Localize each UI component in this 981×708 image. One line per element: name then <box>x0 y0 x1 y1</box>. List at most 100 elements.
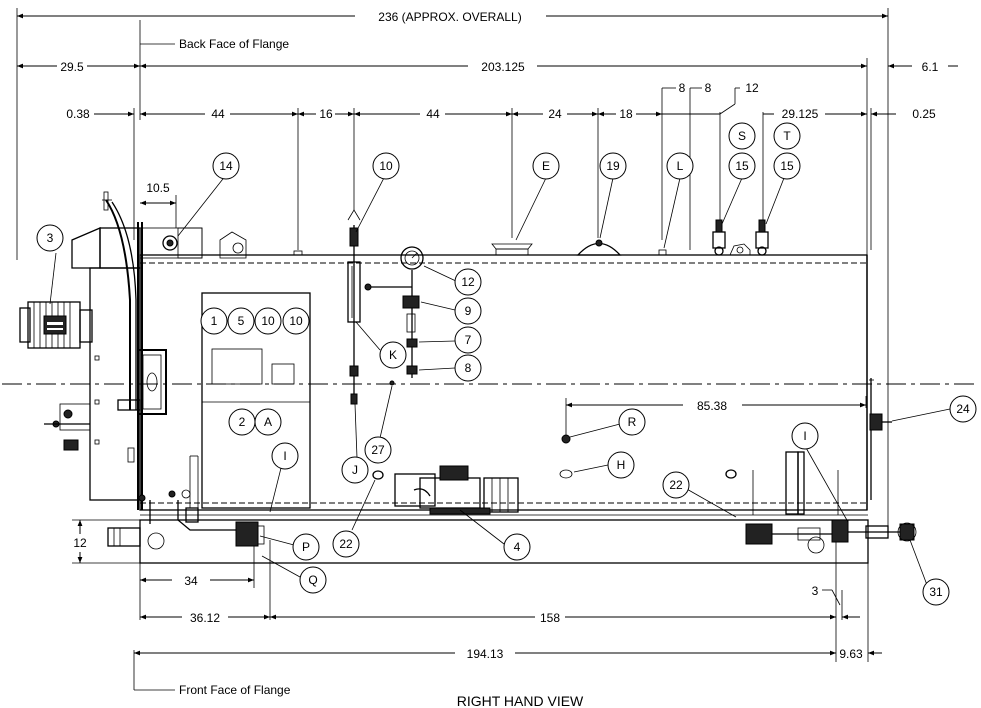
dim-158: 158 <box>540 611 560 625</box>
dim-44-second: 44 <box>426 107 440 121</box>
svg-text:5: 5 <box>238 314 245 328</box>
dim-36-12: 36.12 <box>190 611 220 625</box>
dim-12-side: 12 <box>73 536 87 550</box>
svg-text:Q: Q <box>308 573 317 587</box>
svg-text:A: A <box>264 415 272 429</box>
control-panel <box>189 292 311 509</box>
dim-overall: 236 (APPROX. OVERALL) <box>378 10 521 24</box>
balloon-Q: Q <box>299 566 327 594</box>
panel-balloon-10-first: 10 <box>254 307 282 335</box>
panel-balloon-10-second: 10 <box>282 307 310 335</box>
svg-text:T: T <box>783 129 791 143</box>
dimension-labels: 236 (APPROX. OVERALL) 29.5 203.125 6.1 0… <box>60 10 938 708</box>
balloon-14: 14 <box>212 152 240 180</box>
svg-text:22: 22 <box>669 478 683 492</box>
dim-3: 3 <box>812 584 819 598</box>
svg-text:2: 2 <box>239 415 246 429</box>
svg-text:L: L <box>677 159 684 173</box>
burner-assembly <box>19 191 247 501</box>
balloon-12: 12 <box>454 268 482 296</box>
balloon-3: 3 <box>36 224 64 252</box>
svg-text:I: I <box>283 449 286 463</box>
svg-text:K: K <box>389 348 397 362</box>
top-fittings <box>162 209 769 480</box>
balloon-22-left: 22 <box>332 530 360 558</box>
svg-text:7: 7 <box>465 333 472 347</box>
svg-text:22: 22 <box>339 537 353 551</box>
svg-text:H: H <box>617 458 626 472</box>
balloon-22-right: 22 <box>662 471 690 499</box>
svg-text:8: 8 <box>465 361 472 375</box>
svg-text:31: 31 <box>929 585 943 599</box>
balloon-K: K <box>379 341 407 369</box>
svg-text:27: 27 <box>371 443 385 457</box>
svg-text:14: 14 <box>219 159 233 173</box>
panel-balloon-5: 5 <box>227 307 255 335</box>
balloon-9: 9 <box>454 297 482 325</box>
balloon-8: 8 <box>454 354 482 382</box>
svg-text:S: S <box>738 129 746 143</box>
dim-29-125: 29.125 <box>782 107 819 121</box>
balloon-E: E <box>532 152 560 180</box>
dim-16: 16 <box>319 107 333 121</box>
svg-text:E: E <box>542 159 550 173</box>
note-front-face-of-flange: Front Face of Flange <box>179 683 291 697</box>
balloon-24: 24 <box>949 395 977 423</box>
dim-0-25: 0.25 <box>912 107 936 121</box>
panel-balloon-A: A <box>254 408 282 436</box>
dim-85-38: 85.38 <box>697 399 727 413</box>
balloon-S: S <box>728 122 756 150</box>
dimension-lines <box>17 13 958 656</box>
balloon-P: P <box>292 533 320 561</box>
balloon-J: J <box>341 456 369 484</box>
svg-text:15: 15 <box>780 159 794 173</box>
dim-203-125: 203.125 <box>481 60 525 74</box>
balloon-R: R <box>618 408 646 436</box>
dim-44-first: 44 <box>211 107 225 121</box>
dim-10-5: 10.5 <box>146 181 170 195</box>
svg-text:4: 4 <box>514 540 521 554</box>
dim-6-1: 6.1 <box>922 60 939 74</box>
dim-194-13: 194.13 <box>467 647 504 661</box>
dim-9-63: 9.63 <box>839 647 863 661</box>
panel-balloon-2: 2 <box>228 408 256 436</box>
dim-0-38: 0.38 <box>66 107 90 121</box>
dim-8-second: 8 <box>705 81 712 95</box>
svg-text:10: 10 <box>289 314 303 328</box>
dim-29-5: 29.5 <box>60 60 84 74</box>
dim-8-first: 8 <box>679 81 686 95</box>
boiler-shell <box>137 222 874 511</box>
balloon-H: H <box>607 451 635 479</box>
note-back-face-of-flange: Back Face of Flange <box>179 37 289 51</box>
svg-text:19: 19 <box>606 159 620 173</box>
balloon-15-first: 15 <box>728 152 756 180</box>
dim-24: 24 <box>548 107 562 121</box>
svg-text:10: 10 <box>379 159 393 173</box>
dim-18: 18 <box>619 107 633 121</box>
balloon-I-right: I <box>791 422 819 450</box>
panel-balloon-1: 1 <box>200 307 228 335</box>
dim-34: 34 <box>184 574 198 588</box>
balloon-19: 19 <box>599 152 627 180</box>
balloon-15-second: 15 <box>773 152 801 180</box>
svg-text:12: 12 <box>461 275 475 289</box>
svg-text:3: 3 <box>47 231 54 245</box>
balloon-31: 31 <box>922 578 950 606</box>
dim-12-top: 12 <box>745 81 759 95</box>
balloon-I-left: I <box>271 442 299 470</box>
svg-text:1: 1 <box>211 314 218 328</box>
svg-text:9: 9 <box>465 304 472 318</box>
svg-text:10: 10 <box>261 314 275 328</box>
balloon-27: 27 <box>364 436 392 464</box>
svg-text:I: I <box>803 429 806 443</box>
balloon-T: T <box>773 122 801 150</box>
balloon-7: 7 <box>454 326 482 354</box>
view-title: RIGHT HAND VIEW <box>457 693 584 708</box>
svg-text:15: 15 <box>735 159 749 173</box>
svg-text:J: J <box>352 463 358 477</box>
svg-text:P: P <box>302 540 310 554</box>
balloon-4: 4 <box>503 533 531 561</box>
balloon-L: L <box>666 152 694 180</box>
